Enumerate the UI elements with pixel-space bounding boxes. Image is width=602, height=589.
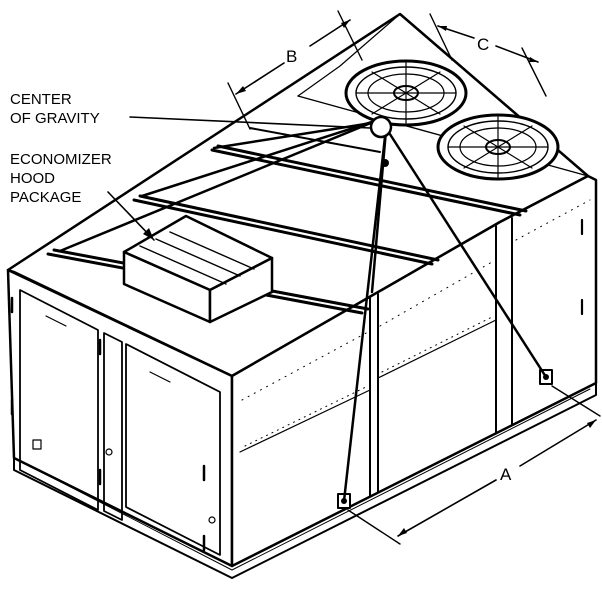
- dimension-b-label: B: [286, 47, 297, 66]
- fan-guard-2: [436, 113, 560, 181]
- dimension-a: [347, 385, 601, 545]
- dimension-a-label: A: [500, 465, 512, 484]
- economizer-hood: [122, 214, 274, 324]
- economizer-label-line1: ECONOMIZER: [10, 151, 112, 168]
- dimension-c: [429, 13, 547, 97]
- unit-side-face: [230, 174, 598, 568]
- lifting-ring: [369, 115, 393, 139]
- callout-leaders: [107, 116, 371, 241]
- label-plate: [32, 439, 42, 450]
- economizer-label-line3: PACKAGE: [10, 189, 81, 206]
- fan-guard-1: [344, 59, 468, 127]
- cog-label-line1: CENTER: [10, 91, 72, 108]
- access-doors: [10, 289, 221, 556]
- condenser-fans: [344, 59, 560, 181]
- side-panels: [239, 199, 591, 497]
- cog-label-line2: OF GRAVITY: [10, 110, 100, 127]
- dimension-b: [227, 10, 363, 130]
- economizer-label-line2: HOOD: [10, 170, 55, 187]
- rooftop-unit: [6, 12, 598, 579]
- dimension-c-label: C: [477, 35, 489, 54]
